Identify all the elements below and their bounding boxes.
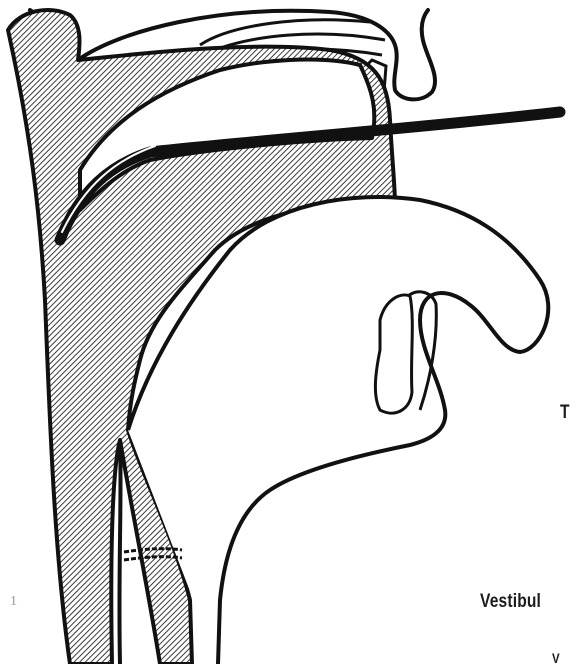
larynx-outline bbox=[119, 440, 120, 664]
label-vestibule: Vestibul bbox=[480, 591, 541, 613]
label-t: T bbox=[560, 402, 570, 424]
corner-mark: 1 bbox=[10, 594, 17, 610]
lower-incisor-front bbox=[375, 295, 412, 413]
